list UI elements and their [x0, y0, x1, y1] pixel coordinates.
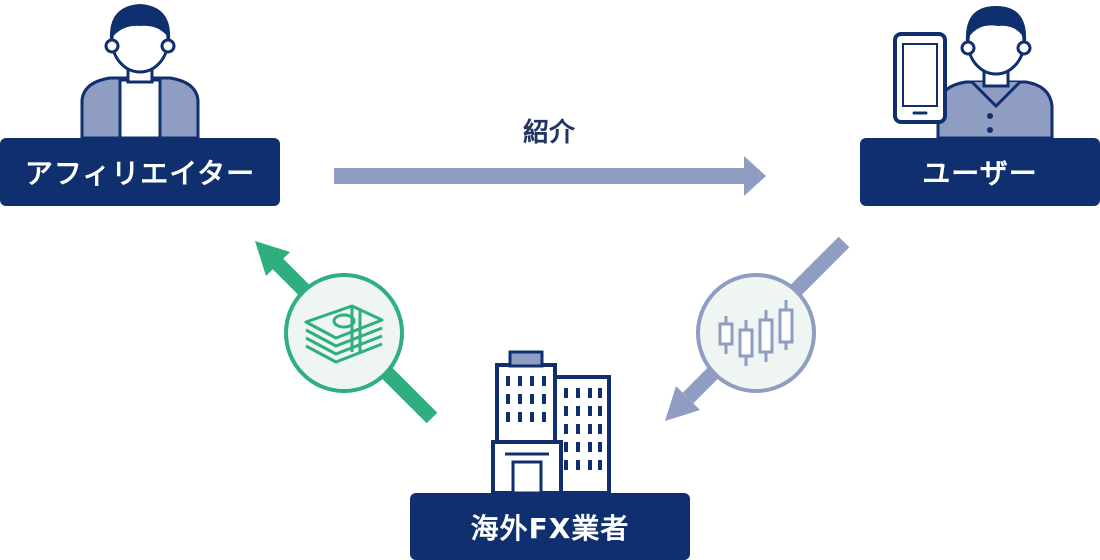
referral-label: 紹介 [522, 118, 575, 148]
affiliate-person-icon [80, 4, 200, 140]
user-person-icon [893, 6, 1054, 140]
broker-building-icon [491, 350, 611, 495]
referral-arrow [334, 156, 766, 196]
trading-circle [696, 273, 816, 393]
affiliate-label: アフィリエイター [0, 138, 280, 206]
money-bills-icon [304, 304, 384, 364]
candlestick-chart-icon [718, 300, 794, 366]
reward-circle [284, 273, 404, 393]
user-label: ユーザー [860, 138, 1100, 206]
broker-label: 海外FX業者 [410, 493, 690, 560]
